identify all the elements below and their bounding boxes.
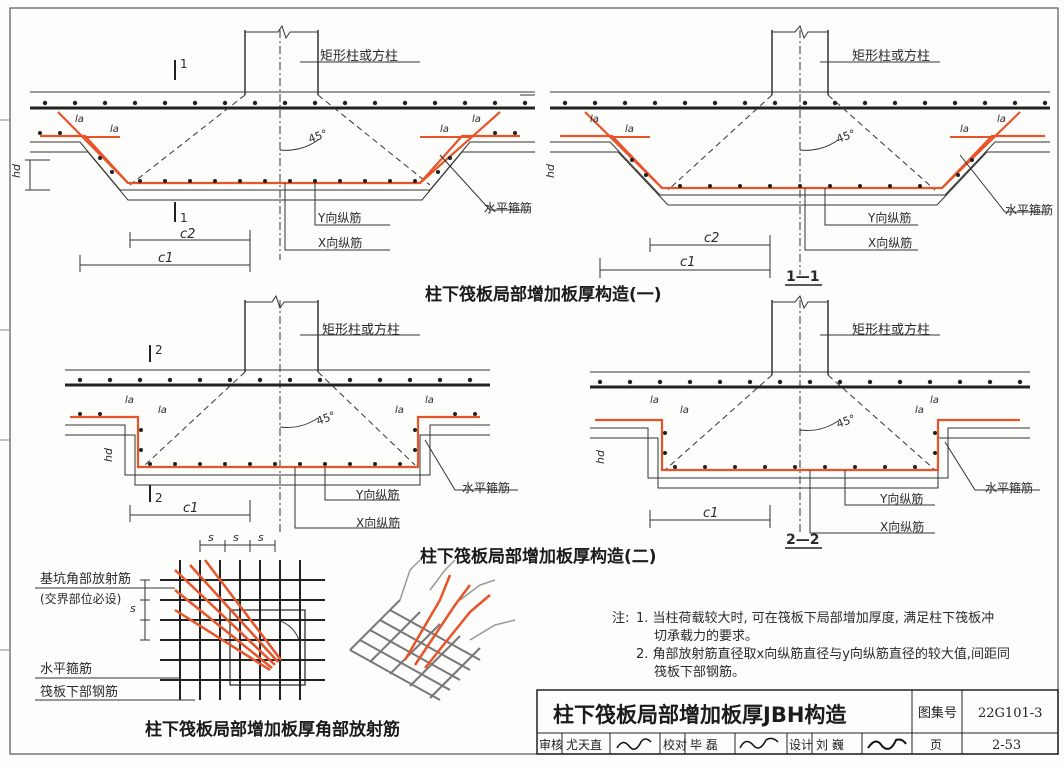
- d3-hd-label: hd: [102, 447, 115, 462]
- d3-hoop-label: 水平箍筋: [462, 480, 510, 495]
- note-1a: 1. 当柱荷载较大时, 可在筏板下局部增加厚度, 满足柱下筏板冲: [636, 610, 994, 626]
- atlas-label: 图集号: [918, 705, 957, 721]
- reviewer-name: 尤天直: [566, 738, 602, 752]
- note-1b: 切承载力的要求。: [654, 628, 758, 644]
- d4-la-right: la: [915, 405, 924, 416]
- corner-s-2: s: [233, 531, 239, 544]
- signature-designer: [867, 738, 907, 750]
- signature-reviewer: [616, 738, 652, 750]
- page-number: 2-53: [992, 738, 1021, 753]
- d4-c1-label: c1: [703, 506, 718, 521]
- corner-rebar-3d-illustration: [349, 559, 516, 701]
- note-2a: 2. 角部放射筋直径取x向纵筋直径与y向纵筋直径的较大值,间距同: [636, 646, 1010, 662]
- d4-y-bars-label: Y向纵筋: [879, 491, 923, 506]
- detail-2-2-section: [590, 294, 1040, 549]
- title-block: [536, 689, 1059, 755]
- figure-3-title: 柱下筏板局部增加板厚角部放射筋: [145, 719, 400, 740]
- designer-name: 刘 巍: [816, 738, 844, 752]
- review-label: 审核: [539, 737, 563, 752]
- notes-head: 注:: [612, 611, 629, 626]
- d3-la-left2: la: [158, 405, 167, 416]
- section-2-2-label: 2—2: [786, 532, 819, 548]
- figure-2-title: 柱下筏板局部增加板厚构造(二): [420, 546, 657, 567]
- detail-1-1-section: [550, 24, 1050, 286]
- d4-hoop-label: 水平箍筋: [985, 480, 1033, 495]
- d1-y-bars-label: Y向纵筋: [317, 210, 361, 225]
- d2-la-left2: la: [625, 124, 634, 135]
- d3-x-bars-label: X向纵筋: [356, 515, 400, 530]
- checker-name: 毕 磊: [690, 738, 718, 752]
- title-block-main: 柱下筏板局部增加板厚JBH构造: [553, 703, 847, 727]
- d1-la-left: la: [75, 114, 84, 125]
- d2-la-right2: la: [997, 114, 1006, 125]
- corner-radial-note: (交界部位必设): [40, 591, 121, 606]
- d3-column-label: 矩形柱或方柱: [322, 322, 400, 338]
- sheet-border: [9, 7, 1059, 755]
- corner-s-1: s: [208, 531, 214, 544]
- figure-1-title: 柱下筏板局部增加板厚构造(一): [425, 284, 662, 305]
- d3-la-left: la: [125, 395, 134, 406]
- d1-angle-label: 45°: [307, 127, 330, 146]
- d3-cut-top: 2: [155, 343, 163, 357]
- d3-c1-label: c1: [183, 501, 198, 516]
- check-label: 校对: [663, 737, 687, 752]
- d2-hd-label: hd: [544, 163, 557, 178]
- d4-hd-label: hd: [594, 449, 607, 464]
- d1-la-right2: la: [472, 114, 481, 125]
- d2-y-bars-label: Y向纵筋: [867, 210, 911, 225]
- d2-la-right: la: [960, 124, 969, 135]
- d2-c1-label: c1: [680, 255, 695, 270]
- signature-checker: [739, 737, 779, 749]
- page-label: 页: [930, 738, 942, 752]
- d1-column-label: 矩形柱或方柱: [320, 48, 398, 64]
- d1-c1-label: c1: [158, 251, 173, 266]
- d1-x-bars-label: X向纵筋: [318, 235, 362, 250]
- d1-cut-bottom: 1: [180, 211, 188, 225]
- d4-angle-label: 45°: [835, 412, 858, 431]
- d4-la-left2: la: [680, 405, 689, 416]
- corner-hoop-label: 水平箍筋: [40, 661, 92, 677]
- design-label: 设计: [789, 738, 813, 752]
- detail-1-plan-section: [25, 24, 535, 272]
- d1-la-left2: la: [110, 124, 119, 135]
- d2-hoop-label: 水平箍筋: [1005, 202, 1053, 217]
- d2-x-bars-label: X向纵筋: [868, 235, 912, 250]
- d1-c2-label: c2: [180, 227, 195, 242]
- d2-la-left: la: [590, 114, 599, 125]
- d4-la-left: la: [650, 395, 659, 406]
- d3-angle-label: 45°: [315, 409, 338, 428]
- corner-radial-plan: [35, 540, 325, 701]
- d1-hoop-label: 水平箍筋: [484, 200, 532, 215]
- atlas-number: 22G101-3: [978, 706, 1042, 721]
- d2-angle-label: 45°: [835, 127, 858, 146]
- d1-hd-label: hd: [10, 163, 23, 178]
- d3-la-right: la: [395, 405, 404, 416]
- corner-s-3: s: [258, 531, 264, 544]
- corner-s-4: s: [130, 602, 136, 615]
- d4-la-right2: la: [930, 395, 939, 406]
- d3-la-right2: la: [425, 395, 434, 406]
- d2-column-label: 矩形柱或方柱: [852, 48, 930, 64]
- section-1-1-label: 1—1: [786, 269, 819, 285]
- d2-c2-label: c2: [704, 231, 719, 246]
- d1-cut-top: 1: [180, 57, 188, 71]
- d4-column-label: 矩形柱或方柱: [852, 322, 930, 338]
- corner-radial-label: 基坑角部放射筋: [40, 571, 131, 587]
- d1-la-right: la: [440, 124, 449, 135]
- d4-x-bars-label: X向纵筋: [880, 519, 924, 534]
- d3-cut-bottom: 2: [155, 491, 163, 505]
- note-2b: 筏板下部钢筋。: [654, 664, 745, 680]
- corner-bottom-bars-label: 筏板下部钢筋: [40, 684, 118, 700]
- d3-y-bars-label: Y向纵筋: [355, 487, 399, 502]
- detail-2-plan-section: [65, 294, 518, 535]
